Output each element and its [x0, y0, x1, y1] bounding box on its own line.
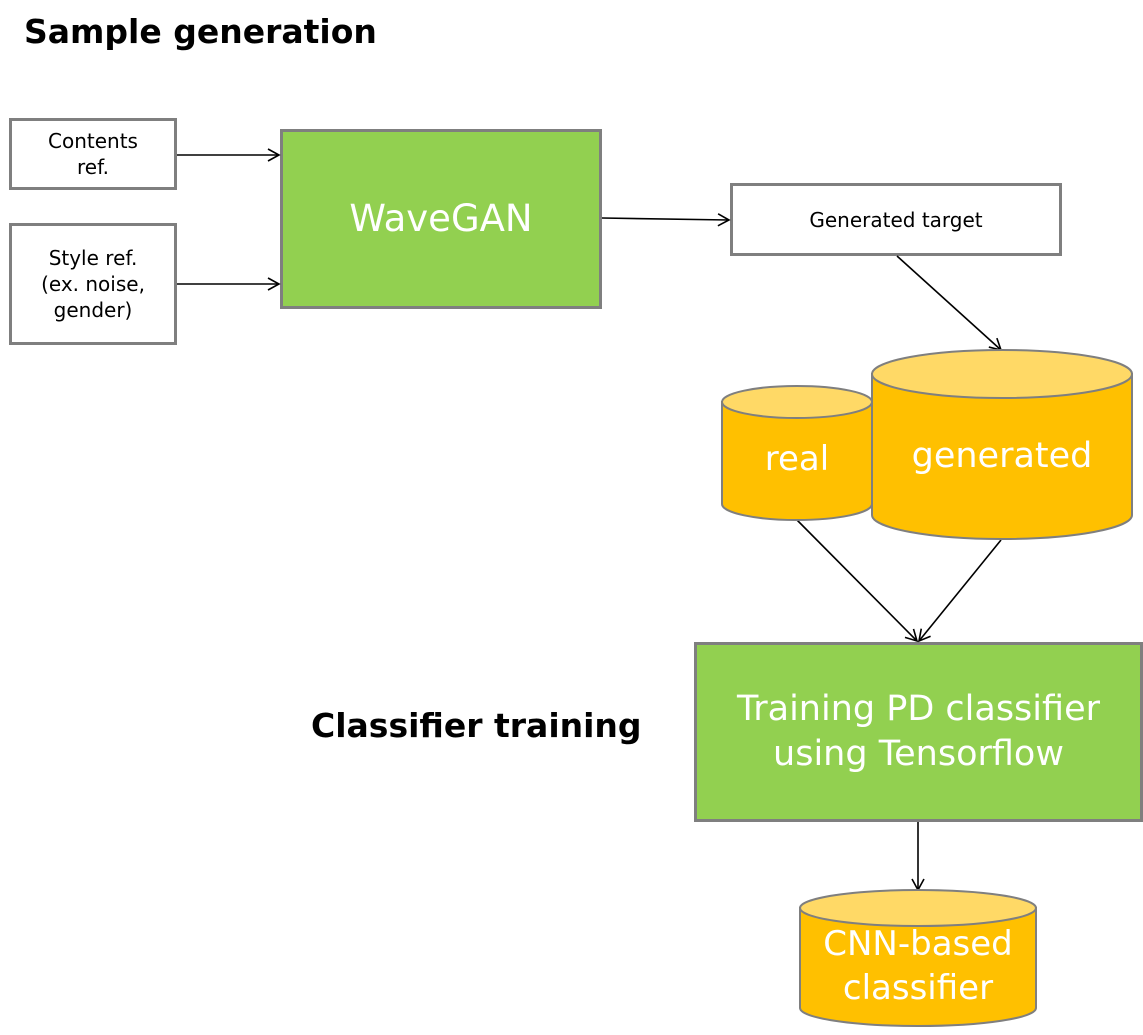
sample-generation-heading: Sample generation: [24, 12, 377, 51]
generated-target-box: Generated target: [730, 183, 1062, 256]
wavegan-box: WaveGAN: [280, 129, 602, 309]
real-database-icon: real: [721, 385, 873, 521]
arrow-target-to-generated: [896, 255, 1003, 352]
generated-database-icon: generated: [871, 349, 1133, 540]
generated-database-label: generated: [912, 436, 1093, 476]
cnn-classifier-label-line1: CNN-based: [823, 924, 1013, 964]
cnn-classifier-database-icon: CNN-based classifier: [799, 889, 1037, 1027]
real-database-label: real: [765, 439, 829, 479]
training-classifier-label: Training PD classifier using Tensorflow: [737, 688, 1100, 775]
contents-ref-label: Contents ref.: [48, 129, 138, 179]
cnn-classifier-label-line2: classifier: [843, 968, 993, 1008]
classifier-training-heading: Classifier training: [311, 706, 642, 745]
arrow-generated-to-training: [917, 539, 1002, 643]
wavegan-label: WaveGAN: [349, 196, 533, 240]
style-ref-label: Style ref. (ex. noise, gender): [41, 246, 145, 322]
style-ref-box: Style ref. (ex. noise, gender): [9, 223, 177, 345]
training-classifier-box: Training PD classifier using Tensorflow: [694, 642, 1143, 822]
arrow-real-to-training: [796, 519, 919, 643]
contents-ref-box: Contents ref.: [9, 118, 177, 190]
arrow-wavegan-to-target: [601, 213, 731, 227]
generated-target-label: Generated target: [809, 207, 983, 232]
